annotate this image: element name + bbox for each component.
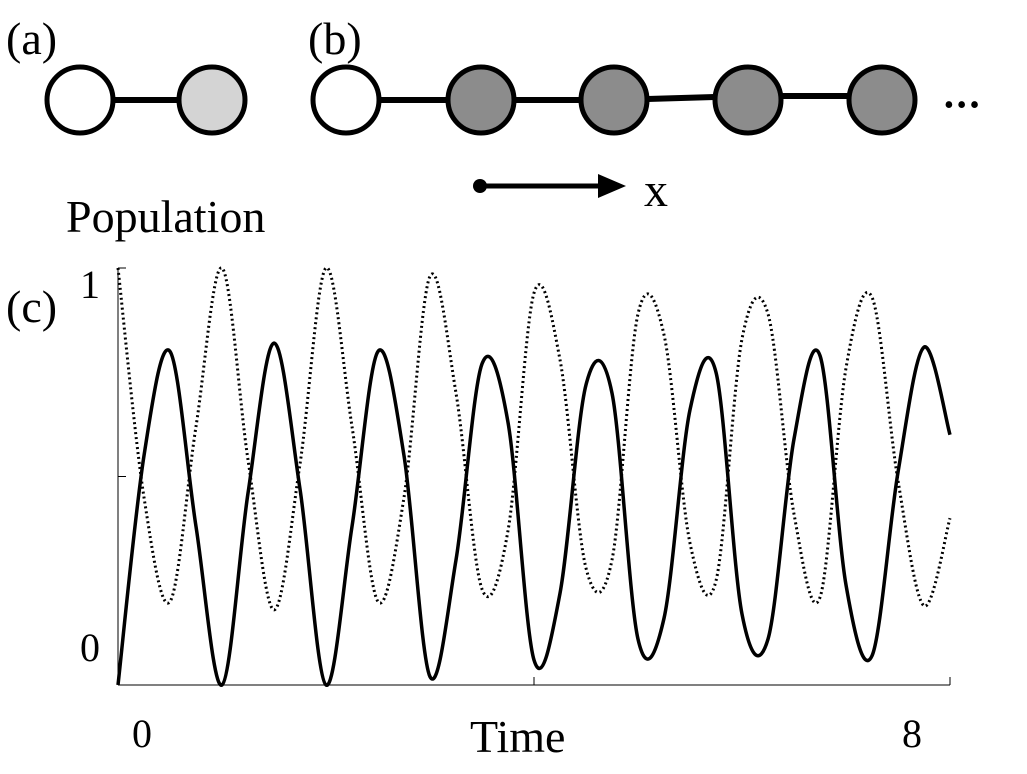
chart-axes [117, 268, 950, 686]
direction-arrow [473, 174, 626, 198]
panel-b-site-5 [846, 64, 918, 136]
panel-b-label: (b) [308, 13, 362, 64]
chart-series [116, 266, 952, 687]
panel-b-site-3 [578, 64, 650, 136]
direction-label: x [644, 164, 668, 217]
series-line-solid [116, 341, 952, 687]
panel-a: (a) [6, 13, 248, 136]
x-tick-label: 8 [902, 711, 922, 756]
y-tick-label: 0 [80, 625, 100, 670]
x-tick-label: 0 [132, 711, 152, 756]
panel-b-site-4 [712, 64, 784, 136]
y-axis-title: Population [66, 191, 265, 242]
arrow-head-icon [598, 174, 626, 198]
panel-c: (c) Population Time 0 8 0 1 [6, 191, 952, 762]
x-axis-title: Time [470, 711, 565, 762]
panel-a-site-1 [44, 64, 116, 136]
panel-c-label: (c) [6, 281, 57, 332]
chart-ticks: 0 8 0 1 [80, 262, 951, 756]
y-tick-label: 1 [80, 262, 100, 307]
panel-b-site-1 [310, 64, 382, 136]
panel-b: (b) ••• x [308, 13, 982, 217]
series-line-dotted [116, 266, 952, 612]
panel-a-site-2 [176, 64, 248, 136]
panel-b-site-2 [445, 64, 517, 136]
panel-b-ellipsis: ••• [944, 90, 982, 121]
panel-a-label: (a) [6, 13, 57, 64]
